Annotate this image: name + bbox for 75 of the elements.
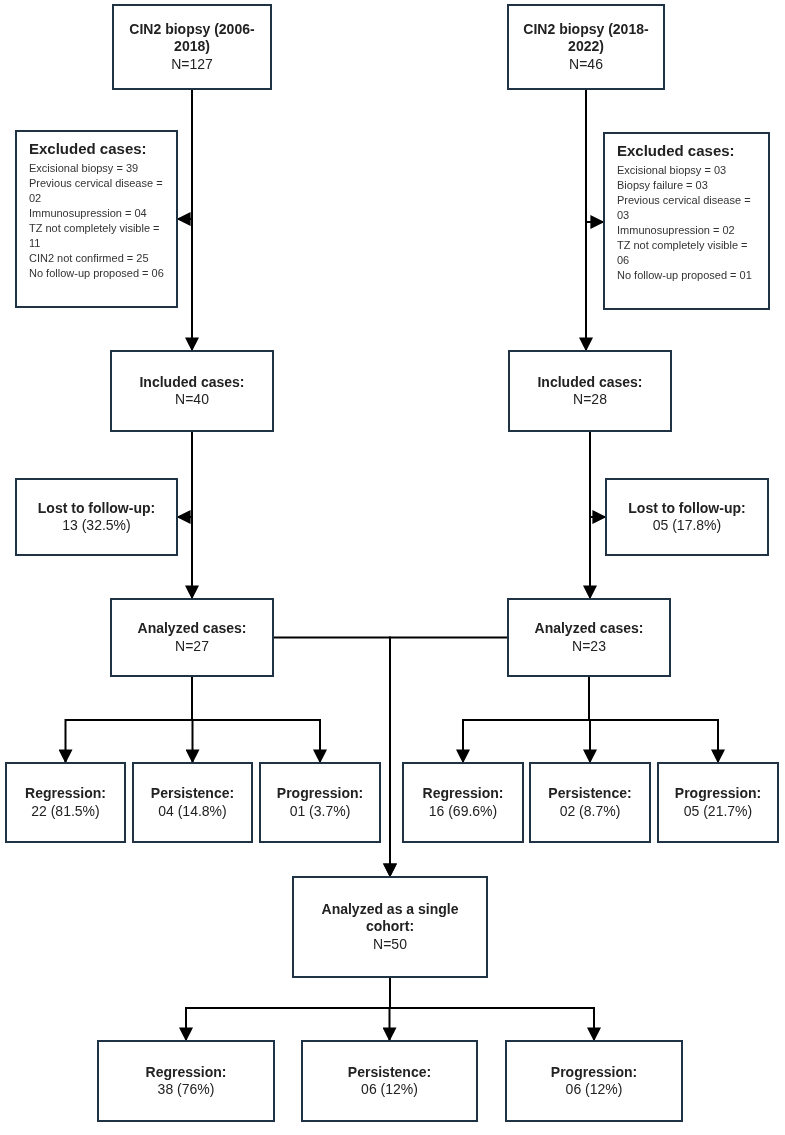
process-box	[97, 1040, 275, 1122]
process-box	[657, 762, 779, 843]
box-value: 02 (8.7%)	[559, 802, 621, 820]
box-value: 22 (81.5%)	[31, 802, 100, 820]
box-heading: Lost to follow-up:	[628, 499, 746, 517]
arrow	[383, 636, 508, 878]
box-heading: Persistence:	[548, 785, 632, 803]
box-value: 38 (76%)	[157, 1081, 215, 1099]
box-value: 05 (21.7%)	[683, 802, 753, 820]
process-box	[505, 1040, 683, 1122]
box-value: N=46	[569, 55, 603, 74]
exclusion-reason: TZ not completely visible = 06	[617, 237, 749, 268]
box-heading: CIN2 biopsy (2018-2022)	[522, 20, 650, 56]
box-heading: Analyzed cases:	[534, 620, 644, 638]
box-heading: Persistence:	[150, 785, 235, 803]
exclusion-reason: Biopsy failure = 03	[617, 177, 709, 193]
process-box	[402, 762, 524, 843]
process-box	[15, 130, 178, 308]
exclusion-reason: Excisional biopsy = 39	[29, 160, 140, 176]
box-heading: Regression:	[145, 1063, 227, 1081]
box-value: N=127	[171, 55, 213, 74]
box-heading: Regression:	[422, 785, 504, 803]
box-value: 16 (69.6%)	[428, 802, 498, 820]
box-heading: Progression:	[674, 785, 762, 803]
box-value: 06 (12%)	[361, 1081, 418, 1099]
process-box	[507, 4, 665, 90]
exclusion-reason: Immunosupression = 02	[617, 222, 736, 238]
process-box	[110, 598, 274, 677]
box-value: 05 (17.8%)	[652, 517, 722, 535]
box-value: 04 (14.8%)	[158, 802, 227, 820]
box-heading: Regression:	[25, 785, 106, 803]
exclusion-reason: No follow-up proposed = 01	[617, 267, 753, 283]
process-box	[507, 598, 671, 677]
process-box	[15, 478, 178, 556]
exclusion-reason: Previous cervical disease = 03	[617, 192, 752, 223]
box-heading: Progression:	[276, 785, 364, 803]
process-box	[112, 4, 272, 90]
exclusion-reason: Excisional biopsy = 03	[617, 162, 728, 178]
process-box	[605, 478, 769, 556]
exclusion-reason: Immunosupression = 04	[29, 205, 148, 221]
process-box	[508, 350, 672, 432]
arrow	[191, 676, 327, 764]
box-heading: Persistence:	[347, 1063, 432, 1081]
box-heading: Analyzed as a single cohort:	[320, 900, 460, 936]
exclusion-reason: Previous cervical disease = 02	[29, 175, 164, 206]
process-box	[259, 762, 381, 843]
box-heading: Excluded cases:	[29, 140, 148, 159]
box-heading: Included cases:	[537, 373, 643, 391]
process-box	[292, 876, 488, 978]
process-box	[301, 1040, 478, 1122]
box-value: N=27	[175, 637, 209, 655]
box-value: N=28	[573, 391, 607, 409]
process-box	[110, 350, 274, 432]
box-heading: Included cases:	[139, 373, 245, 391]
process-box	[5, 762, 126, 843]
box-value: N=23	[572, 637, 606, 655]
box-heading: Progression:	[550, 1063, 638, 1081]
arrow	[389, 977, 601, 1042]
box-value: N=50	[373, 935, 407, 954]
arrow	[579, 89, 593, 352]
exclusion-reason: CIN2 not confirmed = 25	[29, 250, 150, 266]
process-box	[603, 132, 770, 310]
box-value: 13 (32.5%)	[62, 517, 131, 535]
process-box	[132, 762, 253, 843]
arrow	[588, 676, 725, 764]
box-heading: Lost to follow-up:	[37, 499, 156, 517]
box-value: N=40	[175, 391, 209, 409]
exclusion-reason: TZ not completely visible = 11	[29, 220, 161, 251]
box-value: 01 (3.7%)	[289, 802, 351, 820]
exclusion-reason: No follow-up proposed = 06	[29, 265, 164, 281]
box-value: 06 (12%)	[565, 1081, 623, 1099]
process-box	[529, 762, 651, 843]
box-heading: Excluded cases:	[617, 142, 736, 161]
box-heading: Analyzed cases:	[137, 620, 247, 638]
box-heading: CIN2 biopsy (2006-2018)	[128, 20, 256, 56]
